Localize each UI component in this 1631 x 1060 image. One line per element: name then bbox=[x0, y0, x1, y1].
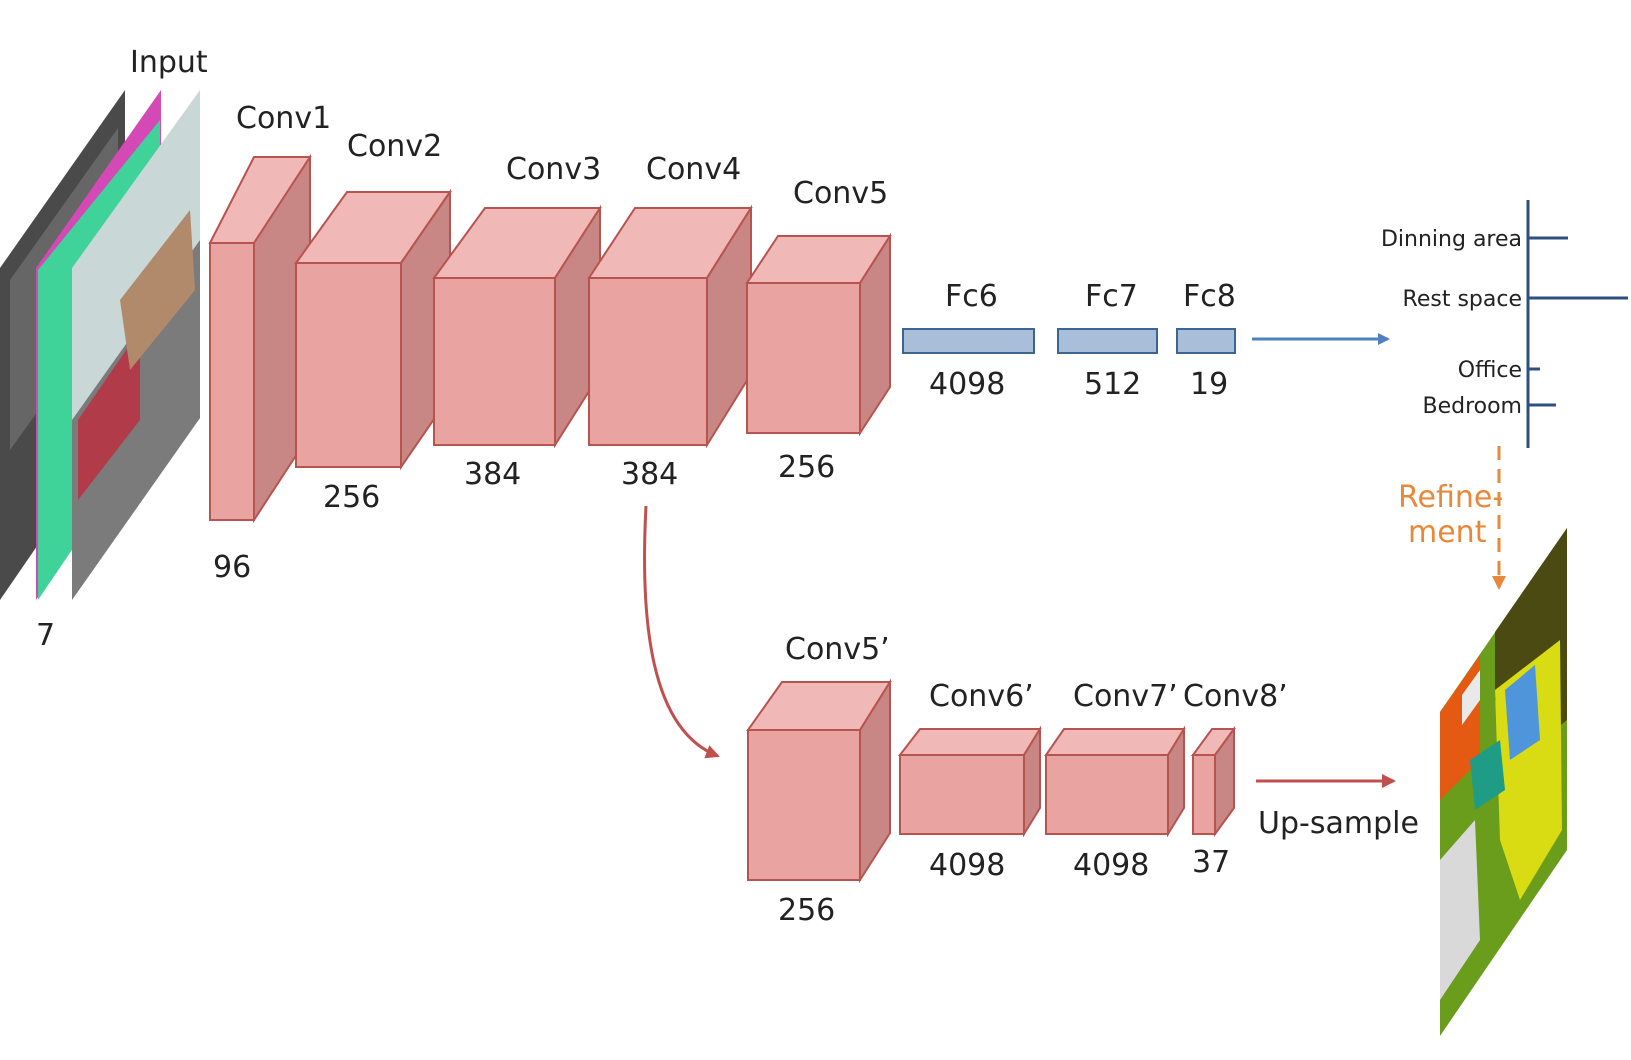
conv2-block: Conv2 256 bbox=[294, 129, 452, 515]
scene-class-label: Dinning area bbox=[1381, 227, 1522, 252]
seg-region-teal bbox=[1470, 740, 1505, 810]
fc7-label: Fc7 bbox=[1085, 279, 1138, 314]
fc7-bar bbox=[1057, 328, 1158, 354]
refinement-label-line1: Refine- bbox=[1398, 480, 1503, 515]
conv1-label: Conv1 bbox=[236, 101, 331, 136]
fc7-block: Fc7 512 bbox=[1057, 279, 1158, 402]
conv6p-top bbox=[897, 728, 1042, 756]
fc8-label: Fc8 bbox=[1183, 279, 1236, 314]
conv5p-size: 256 bbox=[778, 893, 835, 928]
conv5p-block: Conv5’ 256 bbox=[746, 632, 892, 928]
conv3-size: 384 bbox=[464, 457, 521, 492]
conv6p-label: Conv6’ bbox=[929, 679, 1034, 714]
conv1-size: 96 bbox=[213, 550, 251, 585]
fc6-label: Fc6 bbox=[945, 279, 998, 314]
conv6p-block: Conv6’ 4098 bbox=[897, 679, 1042, 883]
conv5-front bbox=[746, 282, 861, 434]
fc8-bar bbox=[1176, 328, 1236, 354]
conv5-block: Conv5 256 bbox=[745, 176, 892, 485]
conv5-size: 256 bbox=[778, 450, 835, 485]
conv6p-front bbox=[899, 754, 1025, 835]
conv7p-top bbox=[1044, 728, 1186, 756]
fc6-block: Fc6 4098 bbox=[902, 279, 1035, 402]
conv4-label: Conv4 bbox=[646, 152, 741, 187]
conv2-front bbox=[295, 262, 402, 468]
conv5p-label: Conv5’ bbox=[785, 632, 890, 667]
fc7-size: 512 bbox=[1084, 367, 1141, 402]
segmentation-output bbox=[1440, 528, 1567, 1036]
input-layer-rgb-object bbox=[78, 330, 140, 500]
conv5p-front bbox=[747, 729, 861, 881]
seg-region-light bbox=[1462, 670, 1480, 725]
seg-region-gray bbox=[1440, 820, 1480, 1000]
conv4-front bbox=[588, 277, 708, 446]
input-label: Input bbox=[130, 45, 208, 80]
input-channels: 7 bbox=[36, 618, 55, 653]
scene-class-label: Bedroom bbox=[1422, 394, 1522, 419]
refinement-label-line2: ment bbox=[1408, 515, 1487, 550]
conv2-label: Conv2 bbox=[347, 129, 442, 164]
fc8-size: 19 bbox=[1190, 367, 1228, 402]
input-layer-rgb-table bbox=[120, 210, 195, 370]
fc8-block: Fc8 19 bbox=[1176, 279, 1236, 402]
conv5-label: Conv5 bbox=[793, 176, 888, 211]
scene-class-label: Office bbox=[1458, 358, 1522, 383]
conv3-block: Conv3 384 bbox=[432, 152, 602, 492]
conv8p-front bbox=[1192, 754, 1216, 835]
conv7p-front bbox=[1045, 754, 1169, 835]
conv7p-label: Conv7’ bbox=[1073, 679, 1178, 714]
conv3-front bbox=[433, 277, 556, 446]
conv7p-block: Conv7’ 4098 bbox=[1044, 679, 1186, 883]
conv2-size: 256 bbox=[323, 480, 380, 515]
segmentation-branch-arrow bbox=[643, 505, 720, 759]
conv3-label: Conv3 bbox=[506, 152, 601, 187]
conv4-size: 384 bbox=[621, 457, 678, 492]
conv7p-size: 4098 bbox=[1073, 848, 1149, 883]
scene-class-label: Rest space bbox=[1403, 287, 1522, 312]
fc6-size: 4098 bbox=[929, 367, 1005, 402]
conv1-front bbox=[209, 242, 255, 521]
fc6-bar bbox=[902, 328, 1035, 354]
conv6p-size: 4098 bbox=[929, 848, 1005, 883]
conv8p-block: Conv8’ 37 bbox=[1183, 679, 1288, 880]
upsample-label: Up-sample bbox=[1258, 806, 1419, 841]
conv4-block: Conv4 384 bbox=[587, 152, 753, 492]
seg-region-blue bbox=[1505, 665, 1540, 760]
conv8p-label: Conv8’ bbox=[1183, 679, 1288, 714]
conv8p-size: 37 bbox=[1192, 845, 1230, 880]
input-stack: Input 7 bbox=[0, 45, 208, 653]
